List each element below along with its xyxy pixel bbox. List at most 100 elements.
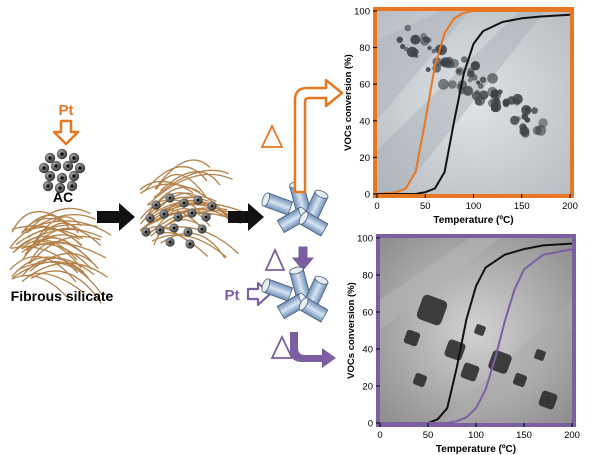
- chart-bottom-ytick-label: 80: [362, 271, 373, 282]
- tem-particle: [470, 61, 481, 71]
- fiber-strand-icon: [28, 241, 88, 264]
- chart-bottom-series-0-line: [380, 242, 573, 424]
- nanoparticle-core-icon: [66, 164, 70, 168]
- tem-nanocrystal: [460, 362, 480, 382]
- ac-label: AC: [53, 189, 73, 205]
- nanoparticle-core-icon: [168, 240, 172, 244]
- chart-top-ytick-label: 80: [359, 43, 370, 54]
- nanoparticle-core-icon: [144, 230, 148, 234]
- tem-particle: [513, 98, 521, 106]
- tem-nanocrystal: [534, 349, 546, 361]
- nanoparticle-core-icon: [46, 184, 50, 188]
- nanoparticle-core-icon: [54, 164, 58, 168]
- nanoparticle-core-icon: [60, 152, 64, 156]
- tem-nanocrystal: [403, 329, 421, 347]
- chart-bottom-ylabel: VOCs conversion (%): [346, 282, 357, 379]
- left-scheme: Pt AC Fibrous silicate Pt: [9, 78, 344, 368]
- fiber-strand-icon: [22, 217, 82, 232]
- chart-bottom-xtick-label: 100: [468, 430, 484, 441]
- fiber-strand-icon: [11, 274, 69, 299]
- tem-particle: [414, 54, 419, 58]
- tem-particle: [404, 46, 409, 52]
- tem-particle: [493, 92, 499, 99]
- tem-particle: [425, 67, 431, 72]
- black-arrow-1-icon: [97, 203, 135, 231]
- black-arrow-2-icon: [228, 203, 264, 231]
- tem-particle: [431, 48, 437, 54]
- nanoparticle-core-icon: [148, 216, 152, 220]
- chart-top-ytick-label: 100: [354, 7, 370, 18]
- chart-bottom-ytick-label: 0: [368, 419, 373, 430]
- tem-particle: [531, 107, 538, 114]
- nanoparticle-core-icon: [70, 184, 74, 188]
- fiber-strand-icon: [147, 173, 233, 206]
- nanoparticle-core-icon: [200, 227, 204, 231]
- fiber-strand-icon: [21, 257, 95, 277]
- tem-particle: [420, 33, 427, 40]
- purple-arrow-curve-icon: [290, 332, 336, 368]
- tem-particle: [446, 59, 455, 69]
- nanoparticle-core-icon: [60, 176, 64, 180]
- nanoparticle-core-icon: [158, 228, 162, 232]
- fiber-strand-icon: [16, 261, 102, 294]
- tem-particle: [396, 36, 403, 43]
- chart-top-ytick-label: 60: [359, 80, 370, 91]
- chart-top-ytick-label: 40: [359, 116, 370, 127]
- tem-particle: [490, 101, 502, 113]
- nanotube-cylinder-icon: [298, 211, 329, 237]
- chart-bottom-xtick-label: 200: [564, 430, 580, 441]
- tem-particle: [410, 34, 421, 45]
- fiber-strand-icon: [155, 173, 207, 198]
- nanoparticle-core-icon: [168, 196, 172, 200]
- nanoparticle-core-icon: [210, 204, 214, 208]
- fiber-strand-icon: [12, 261, 89, 279]
- chart-top-series-0-line: [376, 10, 570, 195]
- tem-fiber-shape: [377, 11, 545, 194]
- purple-arrow-down-icon: [291, 246, 315, 271]
- fiber-strand-icon: [11, 211, 67, 233]
- tem-nanocrystal: [538, 390, 558, 410]
- ac-cluster-icon: [38, 148, 86, 194]
- chart-bottom-ytick-label: 20: [362, 382, 373, 393]
- delta-purple-icon: [264, 247, 286, 271]
- tem-nanocrystal: [512, 372, 528, 388]
- tem-particle: [426, 37, 432, 43]
- cylinder-cluster-bottom-icon: [261, 266, 329, 323]
- chart-top-xtick-label: 100: [466, 201, 482, 212]
- chart-bottom-xlabel: Temperature (ºC): [436, 444, 516, 455]
- tem-particle: [427, 45, 432, 51]
- nanoparticle-core-icon: [190, 211, 194, 215]
- chart-top-ytick-label: 20: [359, 153, 370, 164]
- nanoparticle-core-icon: [72, 174, 76, 178]
- nanoparticle-core-icon: [182, 201, 186, 205]
- chart-bottom-series: [380, 242, 573, 424]
- fiber-strand-icon: [139, 180, 194, 194]
- pt-label-bottom: Pt: [225, 287, 240, 304]
- fiber-strand-icon: [21, 243, 92, 270]
- pt-arrow-down-icon: [52, 119, 80, 146]
- tem-particle: [404, 24, 412, 32]
- fibrous-silicate-icon: [9, 207, 112, 304]
- fiber-strand-icon: [29, 252, 99, 272]
- fiber-strand-icon: [160, 202, 248, 215]
- fiber-strand-icon: [160, 171, 221, 192]
- fiber-strand-icon: [21, 220, 112, 236]
- tem-particle: [463, 85, 473, 96]
- chart-bottom-series-1-line: [380, 248, 573, 424]
- delta-purple-lower-icon: [270, 334, 294, 359]
- tem-particle: [448, 80, 457, 89]
- nanoparticle-core-icon: [58, 186, 62, 190]
- nanoparticle-core-icon: [48, 156, 52, 160]
- chart-bottom-xtick-label: 50: [423, 430, 434, 441]
- chart-top-xlabel: Temperature (ºC): [433, 215, 513, 226]
- fiber-strand-icon: [21, 262, 108, 282]
- nanoparticle-core-icon: [176, 215, 180, 219]
- tem-nanocrystal: [488, 350, 512, 374]
- tem-particle: [524, 107, 530, 113]
- nanoparticle-core-icon: [186, 230, 190, 234]
- chart-top-xtick-label: 200: [562, 201, 578, 212]
- nanoparticle-core-icon: [154, 203, 158, 207]
- composite-material-icon: [139, 159, 248, 259]
